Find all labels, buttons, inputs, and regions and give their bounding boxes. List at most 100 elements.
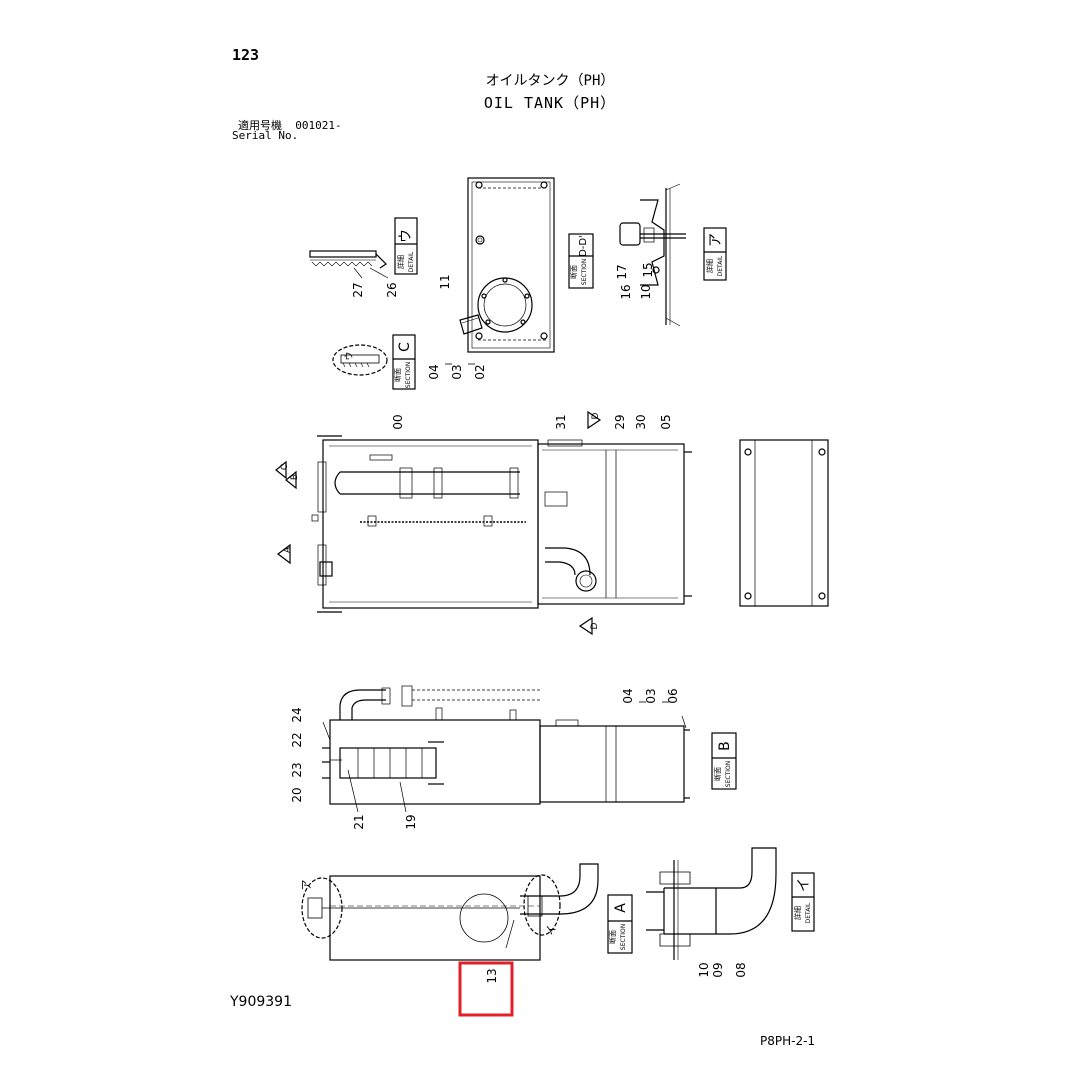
- part-19: 19: [404, 814, 418, 829]
- plan-view: [275, 410, 692, 636]
- part-15: 15: [641, 262, 655, 277]
- suction-strainer: [339, 747, 437, 779]
- tank-body-front: [329, 875, 541, 961]
- part-06: 06: [666, 688, 680, 703]
- part-03-top: 03: [450, 364, 464, 379]
- view-arrow-d-bottom: [578, 616, 593, 636]
- section-a-view: [301, 863, 633, 961]
- inspection-hole: [459, 893, 509, 943]
- arrow-d-letter-top: D: [591, 412, 601, 419]
- arrow-a-letter: A: [283, 546, 293, 553]
- side-cover-plate: [739, 439, 829, 607]
- sensor-flange: [640, 199, 665, 286]
- side-panel-view: [739, 439, 829, 607]
- suction-elbow-side: [339, 689, 386, 720]
- bolt-hole: [540, 332, 548, 340]
- top-plate-inner: [471, 181, 551, 349]
- section-dd-jp: 断面: [569, 265, 578, 279]
- part-16: 16: [619, 284, 633, 299]
- top-view-tank: [459, 177, 555, 353]
- detail-i-circle: [523, 874, 561, 936]
- detail-a-callout: ア: [300, 880, 313, 891]
- part-22: 22: [290, 732, 304, 747]
- section-b-en: SECTION: [725, 761, 732, 787]
- side-elevation: [322, 685, 737, 813]
- suction-pipe: [340, 471, 520, 495]
- part-04-top: 04: [427, 364, 441, 379]
- part-09: 09: [711, 962, 725, 977]
- serial-value: 001021-: [295, 119, 342, 132]
- title-english: OIL TANK（PH）: [483, 94, 617, 112]
- section-c-jp: 断面: [393, 368, 402, 382]
- detail-i-mark: イ: [796, 878, 812, 892]
- part-26: 26: [385, 282, 399, 297]
- detail-a-mark: ア: [708, 233, 724, 247]
- section-c-ellipse: [332, 344, 388, 376]
- arrow-c-letter: C: [280, 464, 290, 470]
- part-00: 00: [391, 414, 405, 429]
- filter-head: [544, 491, 568, 507]
- serial-label: Serial No.: [232, 129, 299, 142]
- highlight-box-part-13: [458, 961, 514, 1017]
- page-reference: P8PH-2-1: [760, 1034, 816, 1048]
- breather-port: [475, 235, 485, 245]
- detail-i-view: [646, 847, 815, 960]
- section-b-jp: 断面: [713, 767, 722, 781]
- arrow-d-letter-bottom: D: [590, 622, 600, 629]
- part-27: 27: [351, 282, 365, 297]
- drain-valve: [319, 561, 333, 577]
- filter-compartment: [537, 443, 685, 605]
- detail-u-jp: 詳細: [396, 255, 405, 269]
- return-outlet: [575, 570, 597, 592]
- view-arrow-a: [277, 543, 291, 565]
- part-10-top: 10: [639, 284, 653, 299]
- view-arrow-d-top: [587, 410, 602, 430]
- detail-u-en: DETAIL: [408, 251, 415, 272]
- detail-i-en: DETAIL: [805, 902, 812, 923]
- section-b-mark: B: [717, 741, 733, 751]
- part-23: 23: [290, 762, 304, 777]
- section-dd-view: [568, 183, 727, 327]
- section-dd-en: SECTION: [581, 259, 588, 285]
- section-dd-mark: D-D': [578, 235, 589, 257]
- part-31: 31: [554, 414, 568, 429]
- part-05: 05: [659, 414, 673, 429]
- part-13: 13: [485, 968, 499, 983]
- filter-compartment-side: [539, 725, 685, 803]
- detail-a-jp: 詳細: [705, 259, 714, 273]
- applies-label-jp: 適用号機: [238, 119, 282, 132]
- tank-body-side: [329, 719, 541, 805]
- part-29: 29: [613, 414, 627, 429]
- return-pipe-front: [520, 863, 599, 915]
- tank-body-plan: [322, 439, 539, 609]
- section-a-tag: [607, 894, 633, 954]
- level-sensor: [619, 222, 641, 246]
- part-24: 24: [290, 707, 304, 722]
- part-04-mid: 04: [621, 688, 635, 703]
- arrow-b-letter: B: [290, 474, 300, 480]
- section-c-view: [332, 334, 416, 390]
- view-arrow-c: [275, 460, 287, 480]
- part-10-bottom: 10: [697, 962, 711, 977]
- title-japanese: オイルタンク（PH）: [485, 73, 615, 89]
- bolt-hole: [540, 181, 548, 189]
- section-dd-tag: [568, 233, 594, 289]
- part-11: 11: [438, 274, 452, 289]
- top-plate-outline: [467, 177, 555, 353]
- part-02: 02: [473, 364, 487, 379]
- number-separators: [445, 363, 669, 703]
- part-20: 20: [290, 787, 304, 802]
- section-c-mark: C: [397, 342, 413, 352]
- bolt-hole: [475, 332, 483, 340]
- detail-u-mark: ウ: [398, 229, 414, 243]
- part-17: 17: [615, 264, 629, 279]
- return-elbow: [545, 547, 591, 576]
- section-a-mark: A: [613, 903, 629, 913]
- part-30: 30: [634, 414, 648, 429]
- section-c-en: SECTION: [405, 362, 412, 388]
- drawing-code: Y909391: [230, 994, 292, 1010]
- page-number: 123: [232, 46, 260, 64]
- detail-i-callout: イ: [545, 925, 558, 936]
- applies-to-label: 適用号機 001021-: [238, 117, 342, 133]
- part-21: 21: [352, 814, 366, 829]
